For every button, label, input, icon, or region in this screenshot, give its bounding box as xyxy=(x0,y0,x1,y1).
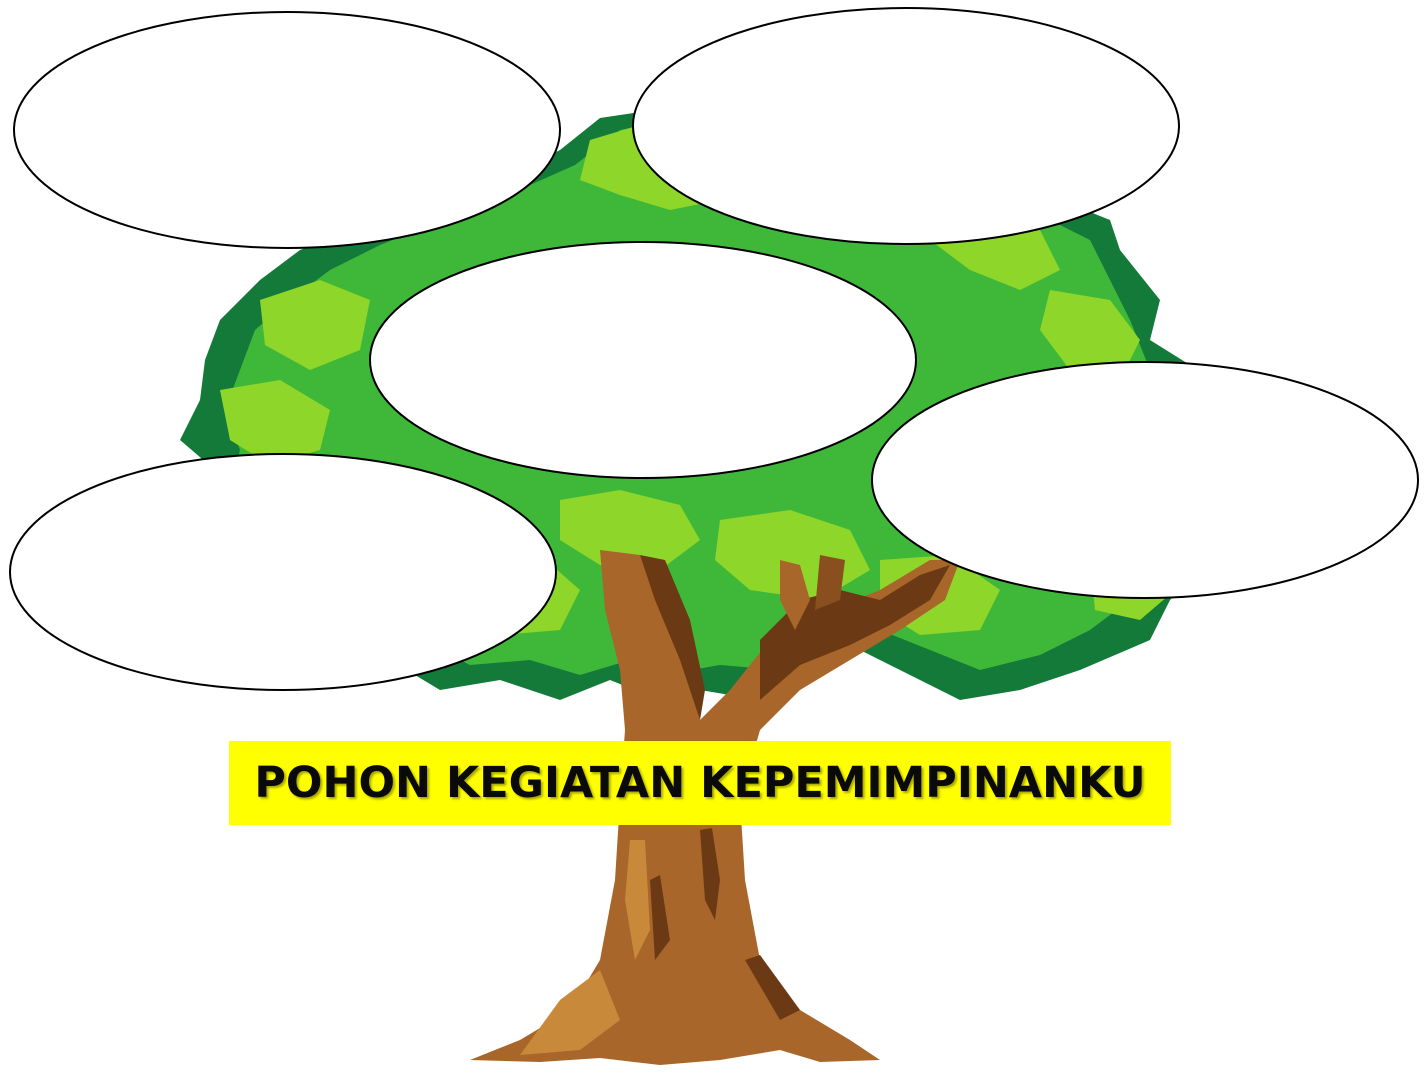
trunk-base-highlight-2 xyxy=(625,840,650,960)
bubble-mid-right[interactable] xyxy=(871,361,1419,599)
bubble-top-right[interactable] xyxy=(632,7,1180,245)
trunk-base-highlight xyxy=(520,970,620,1055)
bark-detail xyxy=(700,828,720,920)
bark-detail-3 xyxy=(745,955,800,1020)
title-banner: POHON KEGIATAN KEPEMIMPINANKU xyxy=(229,741,1171,825)
page-title: POHON KEGIATAN KEPEMIMPINANKU xyxy=(254,758,1146,808)
branch-small xyxy=(780,560,810,630)
trunk-shadow xyxy=(640,555,705,720)
bubble-center[interactable] xyxy=(369,241,917,479)
bubble-top-left[interactable] xyxy=(13,11,561,249)
bark-detail-2 xyxy=(650,875,670,960)
bubbles xyxy=(9,7,1419,691)
branch-small-2 xyxy=(815,555,845,610)
bubble-bottom-left[interactable] xyxy=(9,453,557,691)
